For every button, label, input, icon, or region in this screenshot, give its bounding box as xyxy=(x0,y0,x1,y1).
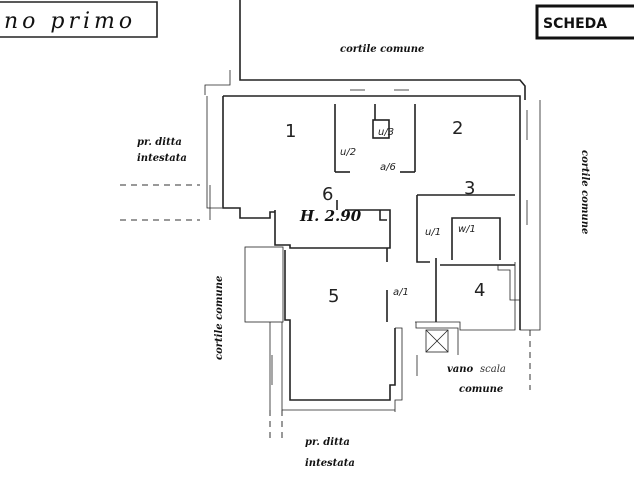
floor-title: no primo xyxy=(4,9,136,34)
annotation-a1: a/1 xyxy=(393,287,409,298)
courtyard-boundary xyxy=(239,0,526,100)
room-4-label: 4 xyxy=(474,280,485,301)
neighbor-bottom-line2: intestata xyxy=(305,458,355,469)
room-5-label: 5 xyxy=(328,286,339,307)
room-2-label: 2 xyxy=(452,118,463,139)
room-3-label: 3 xyxy=(464,178,475,199)
scheda-badge: SCHEDA xyxy=(535,4,634,40)
building-walls xyxy=(120,89,541,440)
room-1-label: 1 xyxy=(285,121,296,142)
annotation-a6: a/6 xyxy=(380,162,396,173)
annotation-u3: u/3 xyxy=(378,127,394,138)
annotation-u2: u/2 xyxy=(340,147,356,158)
stairwell-label-line2: comune xyxy=(459,384,503,395)
annotation-w1: w/1 xyxy=(458,224,476,235)
ceiling-height: H. 2.90 xyxy=(299,207,362,225)
room-6-label: 6 xyxy=(322,184,333,205)
scheda-label: SCHEDA xyxy=(543,16,607,32)
courtyard-top-label: cortile comune xyxy=(340,44,424,55)
neighbor-bottom-line1: pr. ditta xyxy=(305,437,350,448)
courtyard-right-label: cortile comune xyxy=(579,150,590,234)
stairwell-label-light: scala xyxy=(480,364,506,375)
title-box: no primo xyxy=(0,1,158,38)
annotation-u1: u/1 xyxy=(425,227,441,238)
neighbor-left-line2: intestata xyxy=(137,153,187,164)
courtyard-left-label: cortile comune xyxy=(214,276,225,360)
neighbor-left-line1: pr. ditta xyxy=(137,137,182,148)
stairwell-label-bold: vano xyxy=(447,364,474,375)
